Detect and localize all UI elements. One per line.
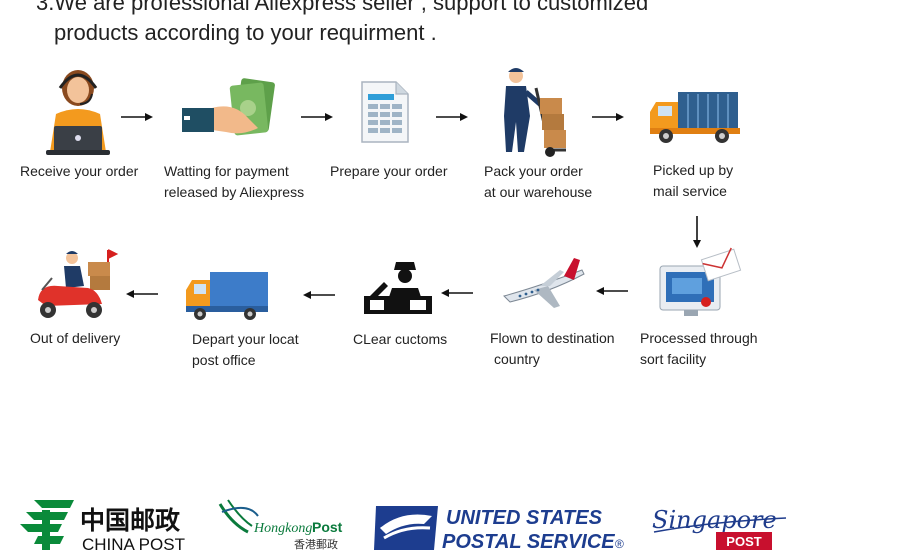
arrow-right-icon	[301, 113, 333, 121]
arrow-down-icon	[693, 216, 701, 248]
step-label: Prepare your order	[330, 163, 448, 179]
arrow-right-icon	[436, 113, 468, 121]
hongkong-post-chinese-text: 香港郵政	[294, 537, 338, 551]
singapore-post-badge-text: POST	[726, 534, 761, 549]
step-label: Out of delivery	[30, 330, 121, 346]
arrow-left-icon	[303, 291, 335, 299]
hongkong-post-logo: Hongkong Post 香港郵政	[218, 498, 350, 552]
hongkong-post-name-text: Hongkong	[253, 521, 312, 536]
step-clear-customs: CLear cuctoms	[350, 252, 470, 382]
cash-payment-icon	[182, 78, 275, 136]
china-post-emblem-icon: 中国邮政 CHINA POST	[20, 500, 185, 554]
step-receive-order: Receive your order	[20, 64, 150, 204]
page-header: 3.We are professional Aliexpress seller …	[36, 0, 648, 48]
arrow-left-icon	[126, 290, 158, 298]
singapore-post-emblem-icon: Singapore POST	[652, 506, 787, 550]
mail-computer-icon	[659, 247, 742, 316]
customs-officer-icon	[364, 262, 432, 314]
china-post-english-text: CHINA POST	[82, 535, 185, 554]
step-prepare-order: Prepare your order	[330, 64, 470, 204]
arrow-left-icon	[441, 289, 473, 297]
customer-service-laptop-icon	[46, 70, 110, 155]
airplane-icon	[503, 258, 585, 308]
china-post-chinese-text: 中国邮政	[80, 506, 181, 535]
hongkong-post-post-text: Post	[312, 519, 343, 535]
header-line-1: 3.We are professional Aliexpress seller …	[36, 0, 649, 15]
hongkong-post-emblem-icon: Hongkong Post 香港郵政	[218, 499, 343, 551]
step-label: CLear cuctoms	[353, 331, 448, 347]
header-line-2: products according to your requirment .	[54, 20, 437, 45]
post-truck-icon	[186, 272, 268, 320]
usps-line-1: UNITED STATES	[446, 507, 603, 529]
spreadsheet-document-icon	[361, 81, 409, 143]
delivery-truck-icon	[650, 92, 740, 143]
china-post-logo: 中国邮政 CHINA POST	[20, 496, 200, 554]
worker-hand-truck-icon	[504, 68, 566, 157]
usps-registered-mark: ®	[615, 537, 624, 551]
usps-logo: UNITED STATES POSTAL SERVICE ®	[374, 502, 630, 554]
singapore-post-logo: Singapore POST	[648, 498, 790, 554]
delivery-scooter-icon	[38, 249, 119, 318]
arrow-left-icon	[596, 287, 628, 295]
arrow-right-icon	[121, 113, 153, 121]
arrow-right-icon	[592, 113, 624, 121]
usps-eagle-icon: UNITED STATES POSTAL SERVICE ®	[374, 506, 624, 553]
step-label: Receive your order	[20, 163, 139, 179]
step-out-of-delivery: Out of delivery	[30, 248, 160, 378]
usps-line-2: POSTAL SERVICE	[442, 531, 615, 553]
